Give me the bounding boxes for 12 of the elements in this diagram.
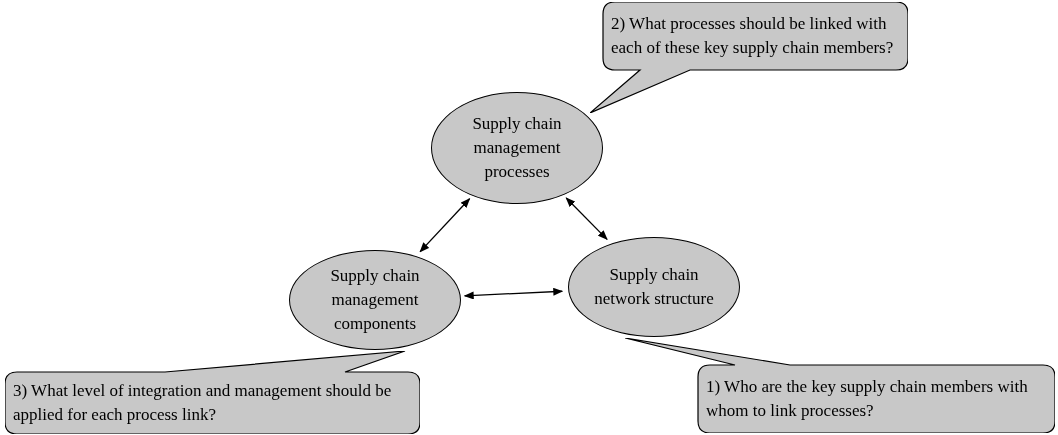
double-arrow bbox=[565, 197, 608, 241]
node-text: Supply chain management components bbox=[329, 265, 421, 335]
node-text: Supply chain management processes bbox=[471, 113, 563, 183]
speech-bubble bbox=[625, 338, 1055, 433]
question-text: 2) What processes should be linked with each of these key supply chain members? bbox=[611, 13, 895, 59]
question-text: 3) What level of integration and management should be applied for each process link? bbox=[13, 380, 393, 426]
node-text: Supply chain network structure bbox=[593, 264, 715, 310]
speech-bubble bbox=[590, 2, 908, 113]
question-text: 1) Who are the key supply chain members with whom to link processes? bbox=[706, 376, 1029, 422]
speech-bubble bbox=[5, 351, 420, 434]
double-arrow bbox=[463, 287, 564, 300]
double-arrow bbox=[419, 198, 471, 253]
